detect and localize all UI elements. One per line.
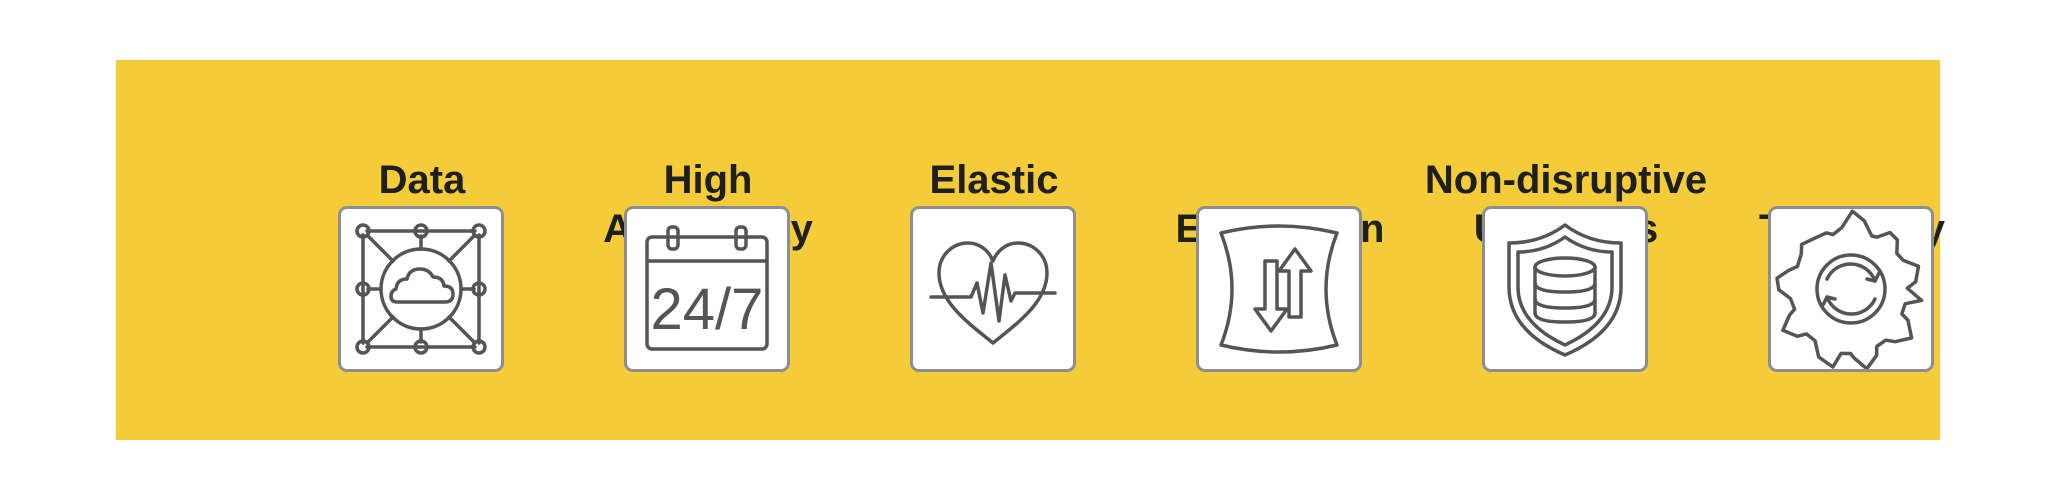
feature-icon-box: [338, 206, 504, 372]
shield-database-icon: [1507, 223, 1623, 357]
heart-pulse-icon: [929, 241, 1057, 345]
feature-telemetry: Telemetry: [1708, 60, 1996, 440]
gear-sync-icon: [1775, 209, 1924, 369]
feature-elastic-scaling: Elastic Scaling: [850, 60, 1138, 440]
feature-icon-box: [1768, 206, 1934, 372]
data-transfer-arrows-icon: [1219, 224, 1339, 354]
feature-icon-box: 24/7: [624, 206, 790, 372]
feature-non-disruptive-upgrades: Non-disruptive Upgrades: [1422, 60, 1710, 440]
calendar-label: 24/7: [651, 277, 764, 342]
feature-icon-box: [910, 206, 1076, 372]
features-banner: Data Integrity: [116, 60, 1945, 440]
feature-encryption: Encryption: [1136, 60, 1424, 440]
feature-icon-box: [1482, 206, 1648, 372]
feature-icon-box: [1196, 206, 1362, 372]
cloud-network-icon: [355, 223, 487, 355]
feature-data-integrity: Data Integrity: [278, 60, 566, 440]
feature-high-availability: High Availability 24/7: [564, 60, 852, 440]
calendar-24-7-icon: 24/7: [645, 225, 769, 351]
